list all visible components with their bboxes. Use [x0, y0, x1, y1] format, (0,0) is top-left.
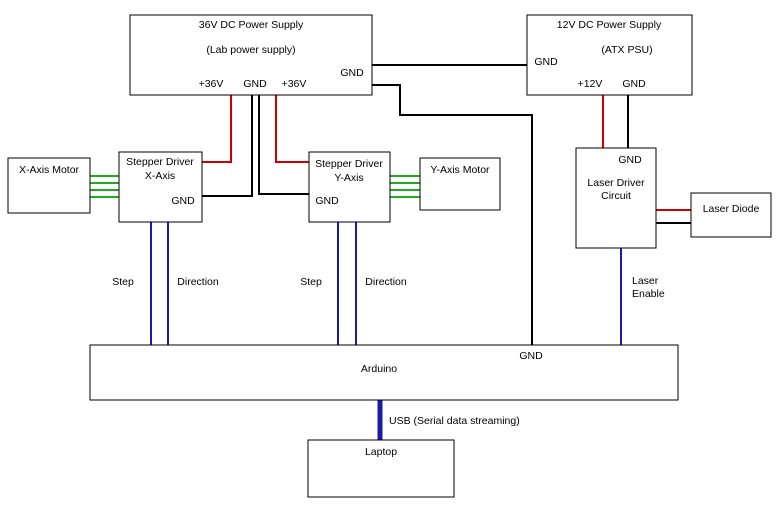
stepper-driver-x-gnd: GND: [171, 195, 195, 207]
y-step-label: Step: [300, 276, 322, 288]
y-axis-motor: Y-Axis Motor: [419, 157, 501, 211]
psu-36v-pin-36v-b: +36V: [282, 78, 307, 90]
y-direction-label: Direction: [365, 276, 407, 288]
psu-36v-pin-36v-a: +36V: [199, 78, 224, 90]
stepper-driver-x-line2: X-Axis: [145, 170, 175, 182]
stepper-driver-y: Stepper Driver Y-Axis GND: [308, 151, 391, 223]
laser-diode: Laser Diode: [690, 192, 772, 238]
psu-36v-subtitle: (Lab power supply): [206, 44, 295, 56]
wire-gnd-to-x-driver: [202, 95, 253, 197]
stepper-driver-y-gnd: GND: [315, 195, 339, 207]
psu-12v: 12V DC Power Supply (ATX PSU) GND +12V G…: [526, 14, 693, 96]
stepper-driver-x-line1: Stepper Driver: [126, 156, 194, 168]
x-motor-wires: [90, 175, 119, 198]
wire-gnd-to-y-driver: [258, 95, 309, 195]
x-direction-label: Direction: [177, 276, 219, 288]
wires: [90, 64, 691, 440]
wire-36v-to-x-driver: [202, 95, 232, 163]
psu-36v-title: 36V DC Power Supply: [199, 19, 304, 31]
x-axis-motor-label: X-Axis Motor: [19, 164, 80, 176]
laser-enable-label-2: Enable: [632, 288, 665, 300]
wire-36v-to-y-driver: [275, 95, 309, 163]
psu-12v-title: 12V DC Power Supply: [557, 19, 662, 31]
laser-diode-label: Laser Diode: [703, 203, 760, 215]
laser-driver-circuit: GND Laser Driver Circuit: [575, 147, 657, 249]
arduino: Arduino GND: [89, 344, 679, 401]
x-step-label: Step: [112, 276, 134, 288]
laptop: Laptop: [307, 439, 455, 498]
laser-enable-label-1: Laser: [632, 275, 659, 287]
stepper-driver-y-line2: Y-Axis: [334, 172, 363, 184]
laser-driver-line2: Circuit: [601, 190, 631, 202]
signal-labels: Step Direction Step Direction Laser Enab…: [112, 275, 665, 427]
y-motor-wires: [390, 175, 420, 198]
usb-label: USB (Serial data streaming): [389, 415, 520, 427]
x-axis-motor: X-Axis Motor: [7, 157, 91, 214]
psu-12v-subtitle: (ATX PSU): [601, 44, 652, 56]
psu-36v-pin-gnd: GND: [243, 78, 267, 90]
laptop-label: Laptop: [365, 446, 397, 458]
psu-36v-pin-gnd-right: GND: [340, 67, 364, 79]
stepper-driver-y-line1: Stepper Driver: [315, 158, 383, 170]
y-axis-motor-label: Y-Axis Motor: [430, 164, 490, 176]
psu-12v-pin-gnd-left: GND: [534, 56, 558, 68]
arduino-gnd: GND: [519, 350, 543, 362]
psu-12v-pin-12v: +12V: [578, 78, 603, 90]
wire-gnd-to-arduino: [372, 84, 533, 345]
arduino-label: Arduino: [361, 363, 397, 375]
psu-12v-pin-gnd: GND: [622, 78, 646, 90]
stepper-driver-x: Stepper Driver X-Axis GND: [118, 151, 203, 223]
laser-driver-line1: Laser Driver: [587, 177, 645, 189]
laser-driver-gnd: GND: [618, 154, 642, 166]
psu-36v: 36V DC Power Supply (Lab power supply) +…: [129, 14, 373, 96]
